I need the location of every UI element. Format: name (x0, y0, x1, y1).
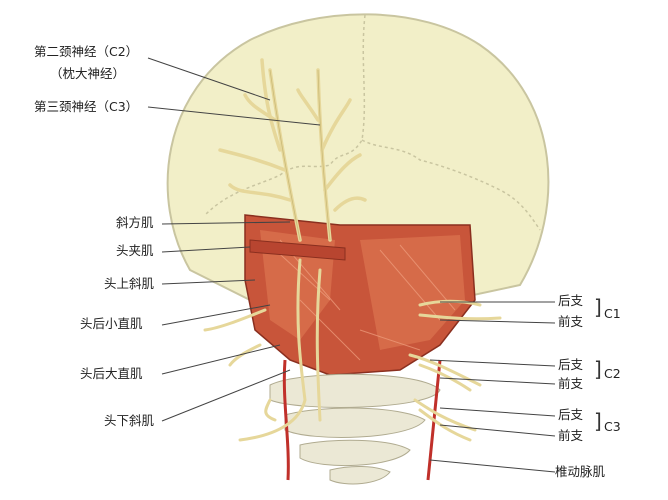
label-rectus-major: 头后大直肌 (80, 366, 143, 381)
label-vertebral-artery: 椎动脉肌 (555, 464, 606, 479)
bracket-c3: ] (594, 409, 602, 433)
label-c3-nerve: 第三颈神经（C3） (34, 99, 139, 114)
bracket-c1: ] (594, 295, 602, 319)
label-c1-anterior: 前支 (558, 314, 584, 329)
label-obliquus-inf: 头下斜肌 (104, 413, 155, 428)
leader-lines-left (147, 57, 321, 422)
label-splenius: 头夹肌 (116, 243, 154, 258)
label-c3-anterior: 前支 (558, 428, 584, 443)
label-c2-posterior: 后支 (558, 357, 584, 372)
nerve-outline (269, 69, 331, 241)
cervical-vertebra (329, 466, 391, 485)
label-obliquus-sup: 头上斜肌 (104, 276, 155, 291)
label-c3-group: C3 (604, 419, 621, 434)
bracket-c2: ] (594, 357, 602, 381)
axis-vertebra (284, 407, 426, 438)
label-greater-occipital: （枕大神经） (50, 66, 126, 81)
atlas-vertebra (269, 373, 441, 408)
label-trapezius: 斜方肌 (116, 215, 154, 230)
label-c1-group: C1 (604, 306, 621, 321)
label-rectus-minor: 头后小直肌 (80, 316, 143, 331)
label-c2-group: C2 (604, 366, 621, 381)
label-c2-anterior: 前支 (558, 376, 584, 391)
leader-lines-right (429, 301, 556, 473)
splenius-band (249, 239, 346, 261)
cervical-vertebra (299, 439, 411, 467)
label-c1-posterior: 后支 (558, 293, 584, 308)
muscle-highlight (360, 235, 465, 350)
label-c2-nerve: 第二颈神经（C2） (34, 44, 139, 59)
label-c3-posterior: 后支 (558, 407, 584, 422)
